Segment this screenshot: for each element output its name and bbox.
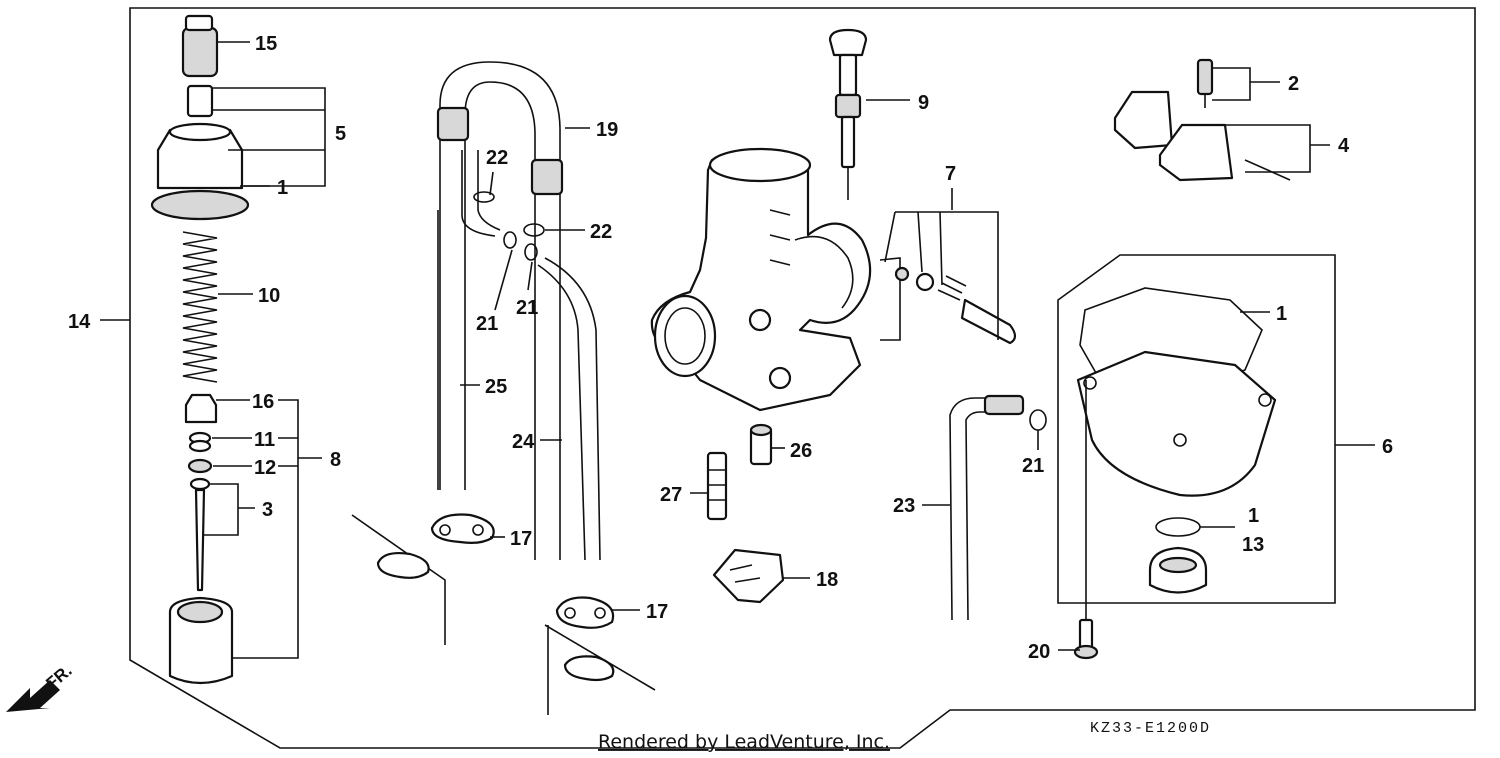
clip-21-left[interactable] [503, 231, 517, 249]
callout-11: 11 [254, 429, 275, 451]
callout-4: 4 [1338, 135, 1350, 157]
callout-26: 26 [790, 440, 812, 462]
hose-19[interactable] [436, 61, 564, 560]
carburetor-body[interactable] [650, 147, 901, 412]
callout-10: 10 [258, 285, 280, 307]
outer-frame [129, 7, 1476, 749]
jet-needle-3[interactable] [189, 477, 211, 592]
float-bowl-gasket-1[interactable] [1079, 287, 1263, 391]
callout-20: 20 [1028, 641, 1050, 663]
callout-17-lower: 17 [646, 601, 668, 623]
callout-16: 16 [252, 391, 274, 413]
gasket-plate-left[interactable] [376, 551, 430, 579]
screw-20[interactable] [1073, 380, 1099, 660]
float-bowl-6[interactable] [1076, 350, 1277, 497]
throttle-valve-8[interactable] [168, 596, 234, 685]
callout-1-gasket: 1 [1276, 303, 1287, 325]
needle-jet-27[interactable] [706, 451, 728, 521]
callout-7: 7 [945, 163, 956, 185]
callout-19: 19 [596, 119, 618, 141]
plate-17-lower[interactable] [555, 596, 615, 629]
throttle-spring-10[interactable] [182, 231, 218, 383]
callout-18: 18 [816, 569, 838, 591]
top-cap-assembly-5[interactable] [150, 84, 250, 221]
needle-clip-16[interactable] [184, 393, 218, 424]
callout-21-left: 21 [476, 313, 498, 335]
callout-25: 25 [485, 376, 507, 398]
spring-11[interactable] [188, 431, 212, 453]
o-ring-13[interactable] [1155, 517, 1201, 537]
callout-6: 6 [1382, 436, 1393, 458]
callout-22-top: 22 [486, 147, 508, 169]
hose-25[interactable] [437, 150, 501, 490]
air-screw-set-7[interactable] [894, 266, 1017, 345]
callout-2: 2 [1288, 73, 1299, 95]
credit-text: Rendered by LeadVenture, Inc. [598, 731, 890, 753]
callout-21-mid: 21 [516, 297, 538, 319]
callout-12: 12 [254, 457, 276, 479]
callout-23: 23 [893, 495, 915, 517]
callout-15: 15 [255, 33, 277, 55]
hose-24[interactable] [537, 257, 601, 561]
float-bowl-frame [1057, 254, 1336, 604]
callout-8: 8 [330, 449, 341, 471]
callout-22-mid: 22 [590, 221, 612, 243]
cap-15[interactable] [181, 14, 219, 78]
bracket-frame-left [351, 514, 446, 645]
jet-26[interactable] [749, 423, 773, 466]
diagram-code: KZ33-E1200D [1090, 720, 1211, 737]
plate-17-upper[interactable] [430, 513, 495, 544]
callout-3: 3 [262, 499, 273, 521]
float-4[interactable] [1113, 90, 1291, 182]
callout-24: 24 [512, 431, 535, 453]
drain-plug[interactable] [1148, 546, 1208, 594]
callout-21-right: 21 [1022, 455, 1044, 477]
hose-23[interactable] [949, 394, 1025, 621]
clip-21-mid[interactable] [524, 243, 538, 261]
choke-knob-9[interactable] [828, 28, 868, 200]
leader-lines [100, 41, 1375, 659]
callout-1-cap: 1 [277, 177, 288, 199]
callout-14: 14 [68, 311, 91, 333]
callout-13: 13 [1242, 534, 1264, 556]
float-valve-2[interactable] [1196, 58, 1214, 108]
clip-22-top[interactable] [473, 191, 495, 203]
front-arrow-icon [6, 680, 60, 712]
callout-9: 9 [918, 92, 929, 114]
callout-17-upper: 17 [510, 528, 532, 550]
callout-1-oring: 1 [1248, 505, 1259, 527]
callout-5: 5 [335, 123, 346, 145]
callout-27: 27 [660, 484, 682, 506]
clip-22-mid[interactable] [523, 223, 545, 237]
gasket-plate-right[interactable] [563, 655, 615, 682]
clip-21-right[interactable] [1029, 409, 1047, 431]
washer-12[interactable] [187, 458, 213, 474]
holder-18[interactable] [712, 548, 785, 604]
